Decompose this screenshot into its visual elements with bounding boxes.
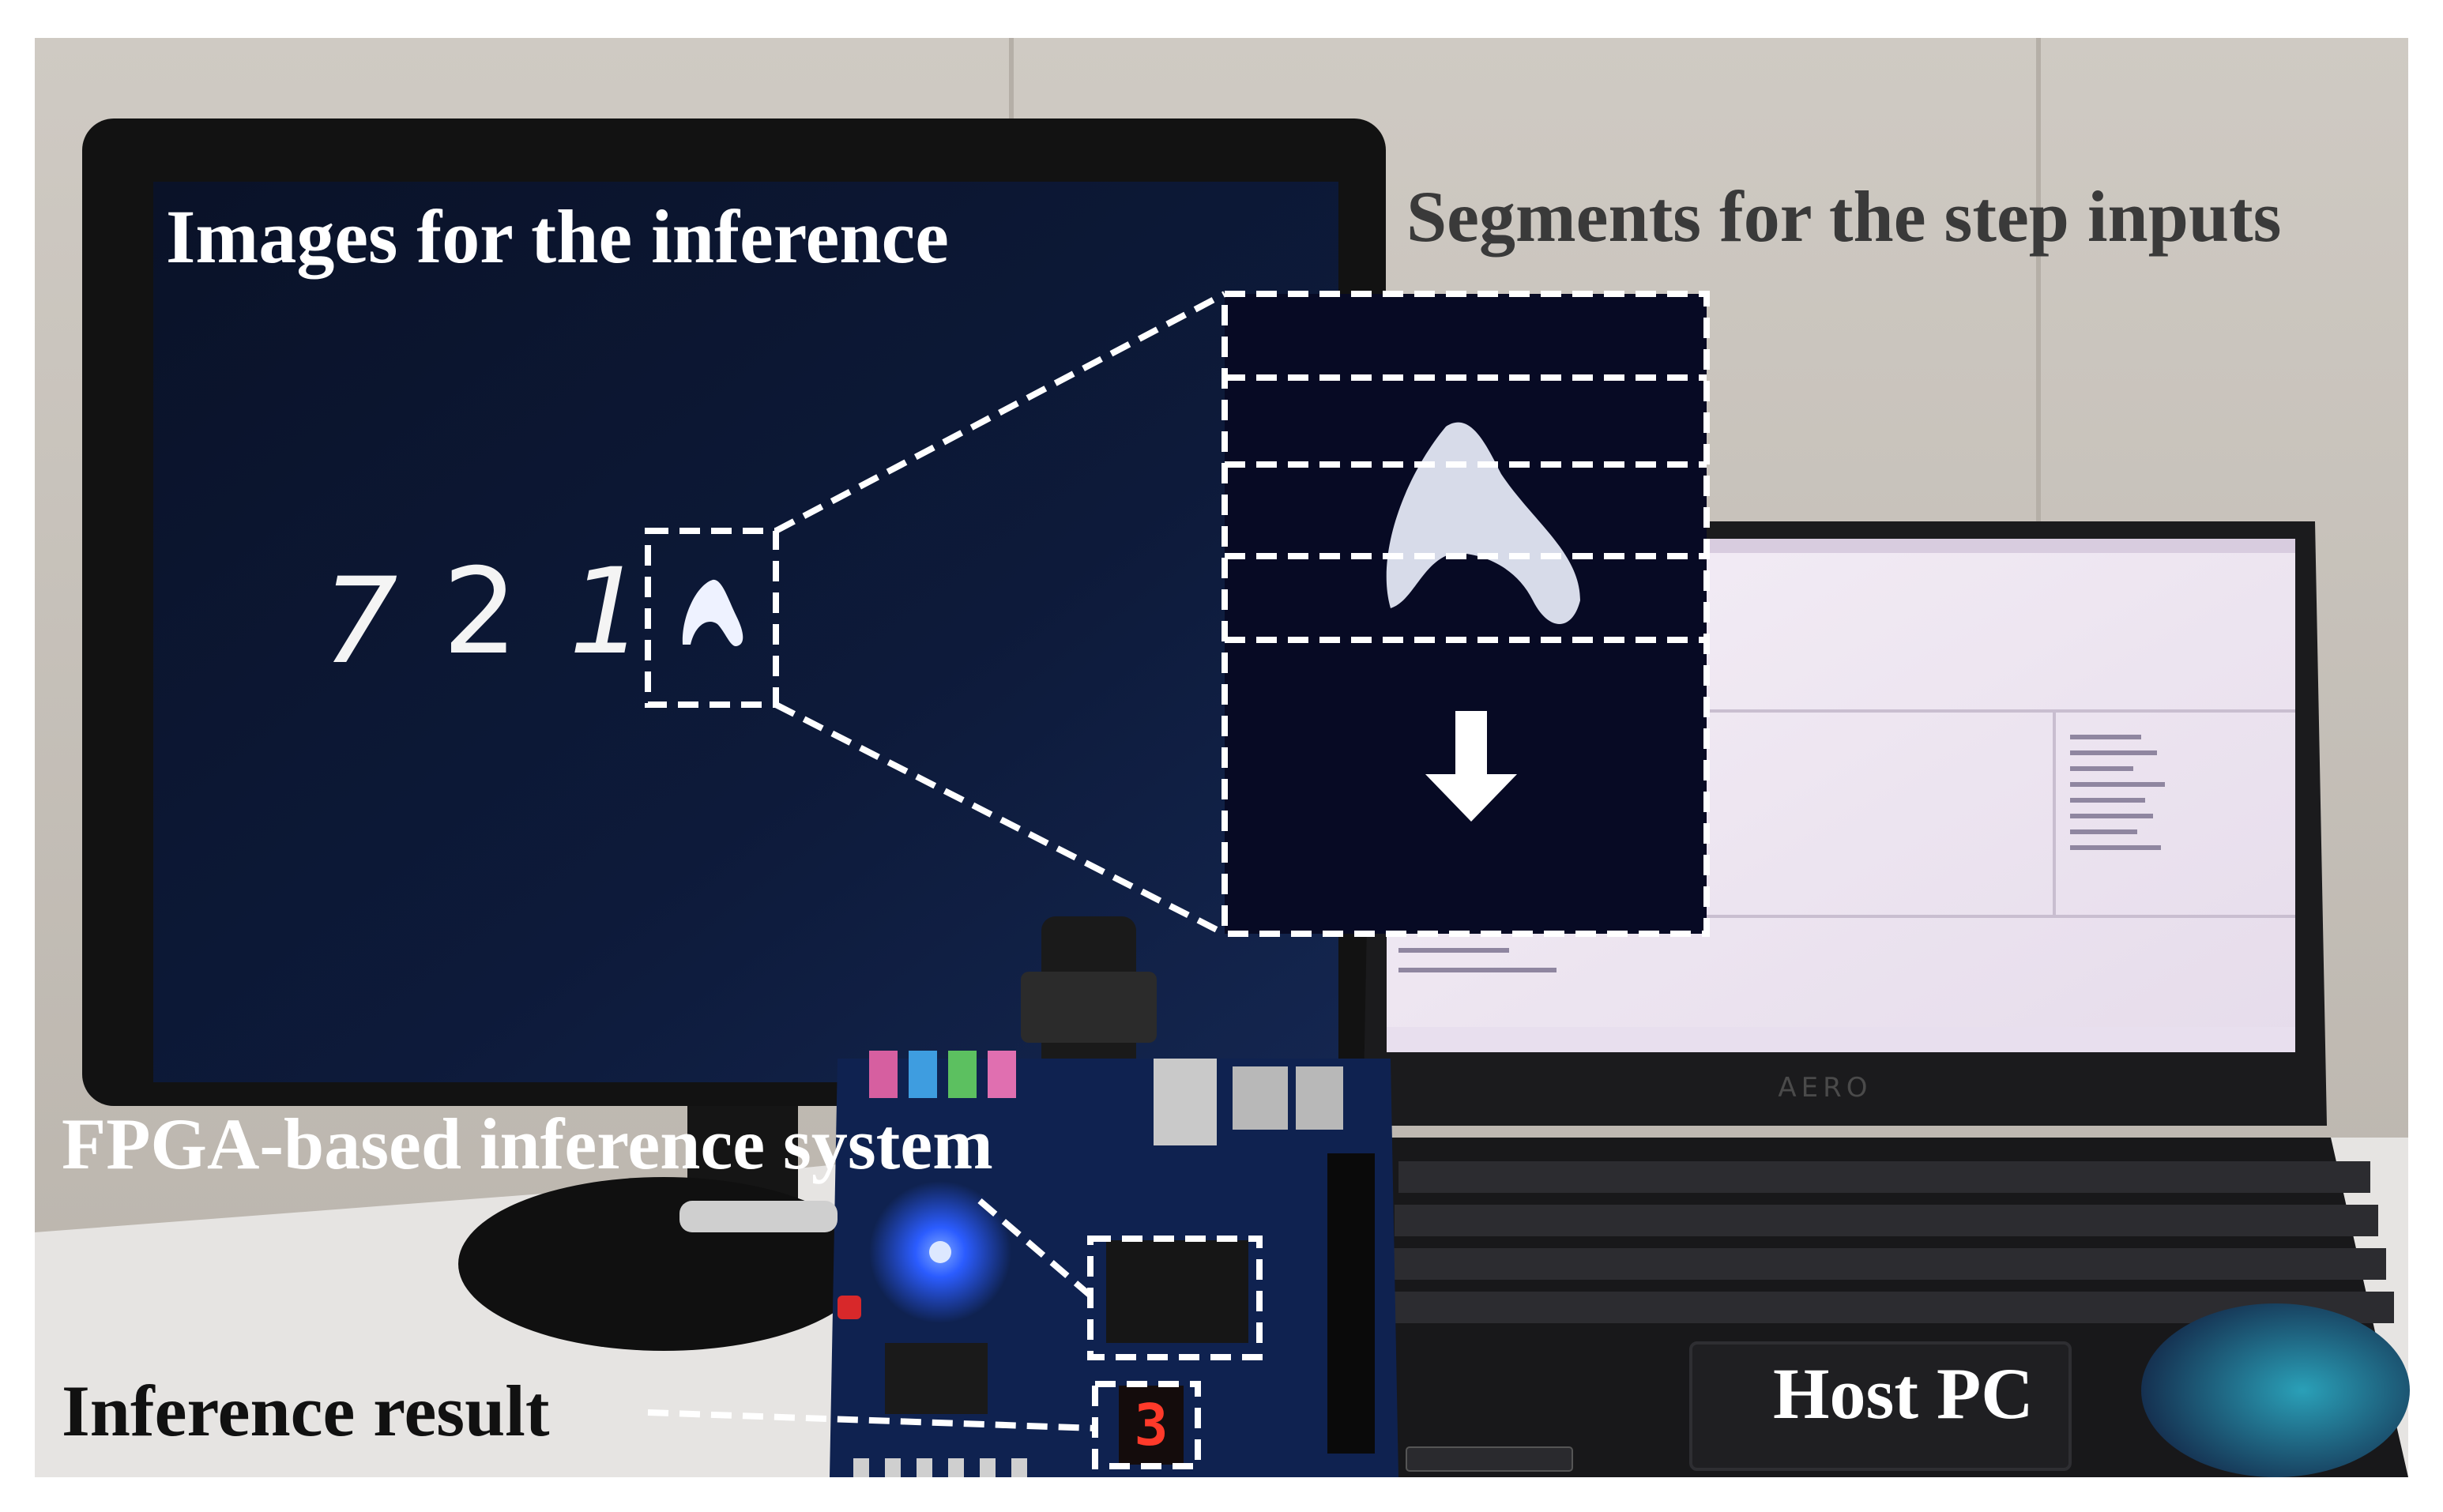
inference-result-label: Inference result (62, 1371, 550, 1451)
screen-digit: 1 (569, 543, 645, 681)
laptop-sticker (2141, 1303, 2410, 1477)
laptop-brand-logo: AERO (1778, 1072, 1872, 1104)
laptop-touchpad (1689, 1341, 2072, 1471)
laptop-label-sticker (1406, 1446, 1573, 1472)
usb-cable (679, 1201, 838, 1232)
zoom-inset-frame (1222, 291, 1710, 937)
fpga-audio-jacks (869, 1051, 1016, 1098)
host-pc-label: Host PC (1773, 1353, 2034, 1434)
seven-seg-highlight-box (1092, 1381, 1201, 1469)
digit-highlight-box (645, 528, 779, 708)
zoom-callout (645, 291, 1710, 1469)
fpga-switches (853, 1458, 1027, 1477)
laptop-ui-list (1398, 735, 2165, 972)
result-pointer-line (647, 1409, 1096, 1431)
monitor-screen (153, 182, 1338, 1082)
fpga-pointer-line (977, 1198, 1093, 1299)
fpga-usb-port (1296, 1066, 1343, 1130)
fpga-usb-port (1233, 1066, 1288, 1130)
screen-digit: 7 (322, 553, 398, 690)
zoomed-digit-stroke (1386, 422, 1580, 624)
fpga-ethernet-port (1154, 1059, 1217, 1145)
fpga-chip-highlight-box (1087, 1236, 1263, 1360)
seven-segment-display: 3 (1134, 1392, 1169, 1458)
fpga-memory-chip (885, 1343, 988, 1414)
fpga-gpio-header (1327, 1153, 1375, 1454)
fpga-red-button (838, 1296, 861, 1319)
fpga-blue-led (929, 1241, 951, 1263)
laptop-taskbar (1387, 1027, 2295, 1052)
screen-digit-0-highlighted (682, 579, 743, 647)
fpga-chip (1106, 1240, 1248, 1343)
vga-connector (1021, 972, 1157, 1043)
images-for-inference-label: Images for the inference (166, 194, 949, 279)
segments-for-step-inputs-label: Segments for the step inputs (1406, 176, 2282, 257)
screen-digit: 2 (442, 543, 518, 681)
zoom-inset-background (1225, 294, 1707, 934)
fpga-seven-seg-housing (1119, 1386, 1184, 1465)
zoom-line-bottom (774, 701, 1226, 937)
zoom-line-top (774, 291, 1226, 534)
fpga-inference-system-label: FPGA-based inference system (62, 1104, 993, 1184)
down-arrow-icon (1425, 711, 1517, 822)
